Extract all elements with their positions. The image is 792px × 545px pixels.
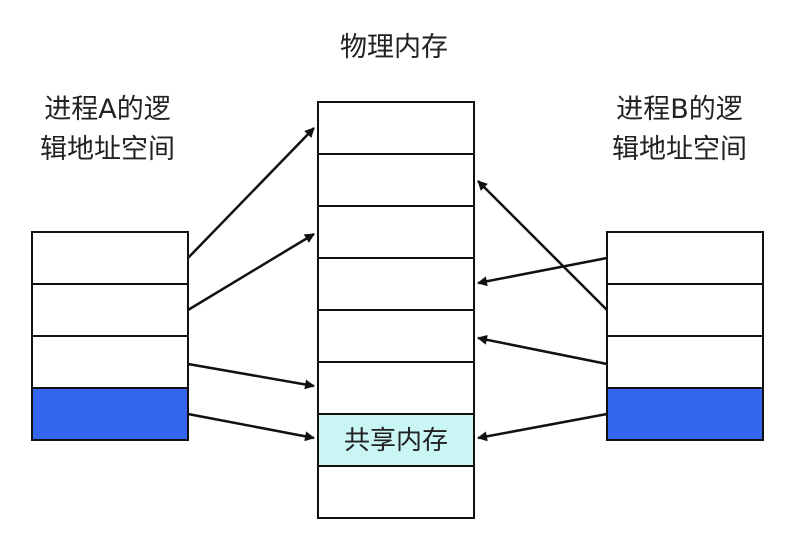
- process-b-shared-page: [606, 387, 764, 441]
- process-b-page-2: [606, 283, 764, 337]
- mapping-arrow-b4: [477, 412, 608, 442]
- process-a-pages: [31, 231, 189, 441]
- mapping-arrow-a4: [187, 412, 315, 442]
- physical-memory-frames: 共享内存: [317, 101, 475, 519]
- mapping-arrow-a3: [187, 362, 315, 390]
- physical-frame-4: [317, 257, 475, 311]
- mapping-arrow-b2: [477, 180, 608, 311]
- physical-frame-shared: [317, 413, 475, 467]
- process-b-pages: [606, 231, 764, 441]
- physical-memory-title: 物理内存: [340, 32, 448, 63]
- process-a-page-3: [31, 335, 189, 389]
- physical-frame-5: [317, 309, 475, 363]
- process-b-label: 进程B的逻 辑地址空间: [612, 90, 747, 170]
- process-b-label-line2: 辑地址空间: [612, 134, 747, 165]
- process-a-page-1: [31, 231, 189, 285]
- mapping-arrow-b1: [477, 256, 608, 287]
- process-a-label-line1: 进程A的逻: [44, 94, 171, 125]
- mapping-arrow-a1: [187, 127, 315, 259]
- process-b-mappings: [477, 180, 608, 442]
- process-b-label-line1: 进程B的逻: [616, 94, 743, 125]
- process-a-label-line2: 辑地址空间: [40, 134, 175, 165]
- process-a-shared-page: [31, 387, 189, 441]
- process-b-page-1: [606, 231, 764, 285]
- process-b-page-3: [606, 335, 764, 389]
- mapping-arrow-b3: [477, 334, 608, 366]
- process-a-mappings: [187, 127, 315, 442]
- physical-frame-8: [317, 465, 475, 519]
- shared-memory-label: 共享内存: [344, 426, 448, 456]
- process-a-label: 进程A的逻 辑地址空间: [40, 90, 175, 170]
- physical-frame-6: [317, 361, 475, 415]
- process-a-page-2: [31, 283, 189, 337]
- mapping-arrow-a2: [187, 232, 315, 312]
- physical-frame-2: [317, 153, 475, 207]
- physical-frame-1: [317, 101, 475, 155]
- physical-frame-3: [317, 205, 475, 259]
